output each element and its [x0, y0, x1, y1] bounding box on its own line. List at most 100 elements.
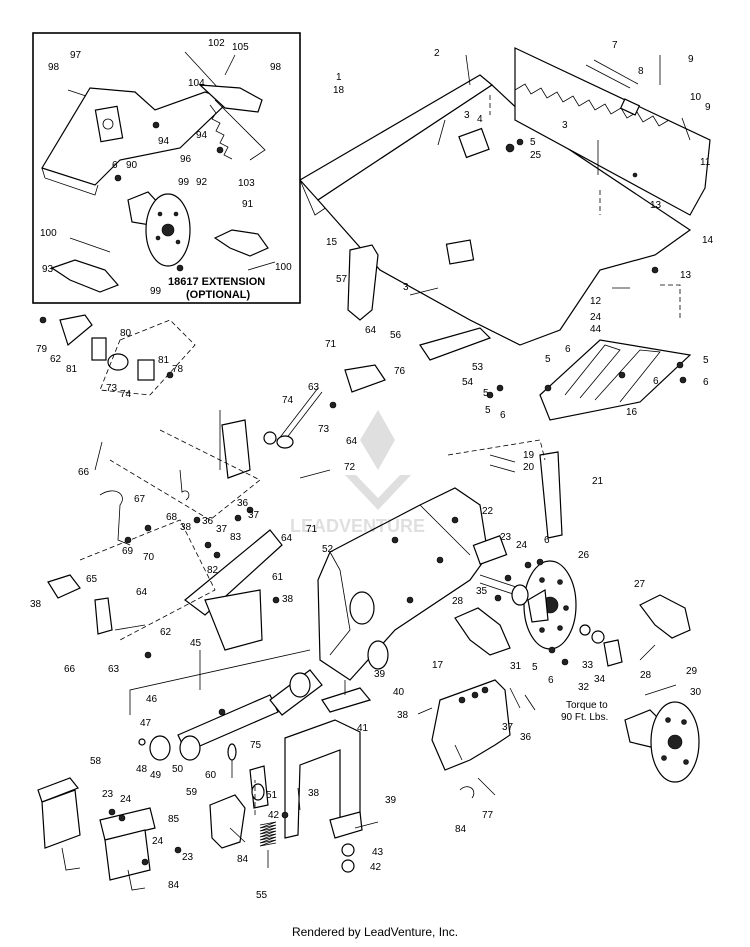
svg-text:56: 56 — [390, 330, 402, 341]
svg-text:42: 42 — [268, 810, 280, 821]
svg-text:83: 83 — [230, 532, 242, 543]
svg-text:11: 11 — [700, 157, 711, 168]
svg-text:18: 18 — [333, 85, 345, 96]
svg-text:3: 3 — [562, 120, 568, 131]
svg-text:3: 3 — [464, 110, 470, 121]
torque-note-line2: 90 Ft. Lbs. — [561, 712, 608, 723]
svg-text:19: 19 — [523, 450, 535, 461]
svg-text:100: 100 — [40, 228, 57, 239]
svg-text:65: 65 — [86, 574, 98, 585]
svg-text:5: 5 — [530, 137, 536, 148]
svg-text:79: 79 — [36, 344, 48, 355]
svg-text:62: 62 — [50, 354, 62, 365]
svg-text:100: 100 — [275, 262, 292, 273]
svg-text:26: 26 — [578, 550, 590, 561]
svg-text:77: 77 — [482, 810, 494, 821]
svg-text:57: 57 — [336, 274, 348, 285]
svg-text:84: 84 — [237, 854, 249, 865]
svg-text:24: 24 — [516, 540, 528, 551]
svg-text:38: 38 — [308, 788, 320, 799]
svg-text:51: 51 — [266, 790, 278, 801]
svg-text:52: 52 — [322, 544, 334, 555]
svg-text:41: 41 — [357, 723, 369, 734]
tine-hub-26 — [447, 439, 700, 783]
svg-text:5: 5 — [703, 355, 709, 366]
svg-text:64: 64 — [136, 587, 148, 598]
svg-text:54: 54 — [462, 377, 474, 388]
svg-text:4: 4 — [477, 114, 483, 125]
watermark-logo: LEADVENTURE — [290, 410, 425, 536]
svg-text:66: 66 — [78, 467, 90, 478]
footer-credit: Rendered by LeadVenture, Inc. — [291, 925, 459, 939]
svg-text:60: 60 — [205, 770, 217, 781]
svg-text:17: 17 — [432, 660, 444, 671]
svg-text:46: 46 — [146, 694, 158, 705]
svg-text:39: 39 — [374, 669, 386, 680]
svg-text:63: 63 — [108, 664, 120, 675]
svg-text:24: 24 — [590, 312, 602, 323]
svg-text:38: 38 — [180, 522, 192, 533]
svg-text:71: 71 — [325, 339, 337, 350]
svg-text:16: 16 — [626, 407, 638, 418]
svg-text:42: 42 — [370, 862, 382, 873]
svg-text:28: 28 — [640, 670, 652, 681]
svg-text:36: 36 — [202, 516, 214, 527]
svg-text:103: 103 — [238, 178, 255, 189]
svg-text:28: 28 — [452, 596, 464, 607]
svg-text:29: 29 — [686, 666, 698, 677]
svg-text:15: 15 — [326, 237, 338, 248]
svg-text:37: 37 — [216, 524, 228, 535]
svg-text:6: 6 — [565, 344, 571, 355]
svg-text:85: 85 — [168, 814, 180, 825]
svg-text:7: 7 — [612, 40, 618, 51]
svg-text:80: 80 — [120, 328, 132, 339]
svg-text:6: 6 — [653, 376, 659, 387]
svg-text:47: 47 — [140, 718, 152, 729]
svg-text:71: 71 — [306, 524, 318, 535]
svg-text:8: 8 — [638, 66, 644, 77]
svg-text:67: 67 — [134, 494, 146, 505]
svg-text:97: 97 — [70, 50, 82, 61]
svg-text:90: 90 — [126, 160, 138, 171]
torque-note-line1: Torque to — [566, 700, 608, 711]
svg-text:91: 91 — [242, 199, 254, 210]
svg-text:58: 58 — [90, 756, 102, 767]
mounting-brackets — [347, 244, 692, 421]
svg-text:43: 43 — [372, 847, 384, 858]
svg-text:30: 30 — [690, 687, 702, 698]
svg-text:64: 64 — [281, 533, 293, 544]
svg-text:13: 13 — [650, 200, 662, 211]
svg-text:10: 10 — [690, 92, 702, 103]
drive-shaft-45 — [129, 649, 536, 778]
svg-text:84: 84 — [168, 880, 180, 891]
svg-text:44: 44 — [590, 324, 602, 335]
svg-text:9: 9 — [688, 54, 694, 65]
svg-text:94: 94 — [158, 136, 170, 147]
svg-text:31: 31 — [510, 661, 522, 672]
svg-text:96: 96 — [180, 154, 192, 165]
svg-text:75: 75 — [250, 740, 262, 751]
svg-text:23: 23 — [102, 789, 114, 800]
svg-text:2: 2 — [434, 48, 440, 59]
svg-text:5: 5 — [545, 354, 551, 365]
svg-text:6: 6 — [548, 675, 554, 686]
svg-text:6: 6 — [703, 377, 709, 388]
svg-text:74: 74 — [282, 395, 294, 406]
svg-text:37: 37 — [248, 510, 260, 521]
svg-text:5: 5 — [485, 405, 491, 416]
svg-text:37: 37 — [502, 722, 514, 733]
svg-text:25: 25 — [530, 150, 542, 161]
callout-labels: 2 7 8 9 1 18 10 9 3 4 5 25 3 11 13 14 15… — [30, 40, 714, 901]
inset-caption-line2: (OPTIONAL) — [186, 289, 250, 301]
svg-text:102: 102 — [208, 38, 225, 49]
svg-text:20: 20 — [523, 462, 535, 473]
svg-text:49: 49 — [150, 770, 162, 781]
svg-text:82: 82 — [207, 565, 219, 576]
svg-text:98: 98 — [270, 62, 282, 73]
svg-text:93: 93 — [42, 264, 54, 275]
svg-text:1: 1 — [336, 72, 342, 83]
svg-text:24: 24 — [120, 794, 132, 805]
svg-text:5: 5 — [483, 388, 489, 399]
svg-text:81: 81 — [158, 355, 170, 366]
